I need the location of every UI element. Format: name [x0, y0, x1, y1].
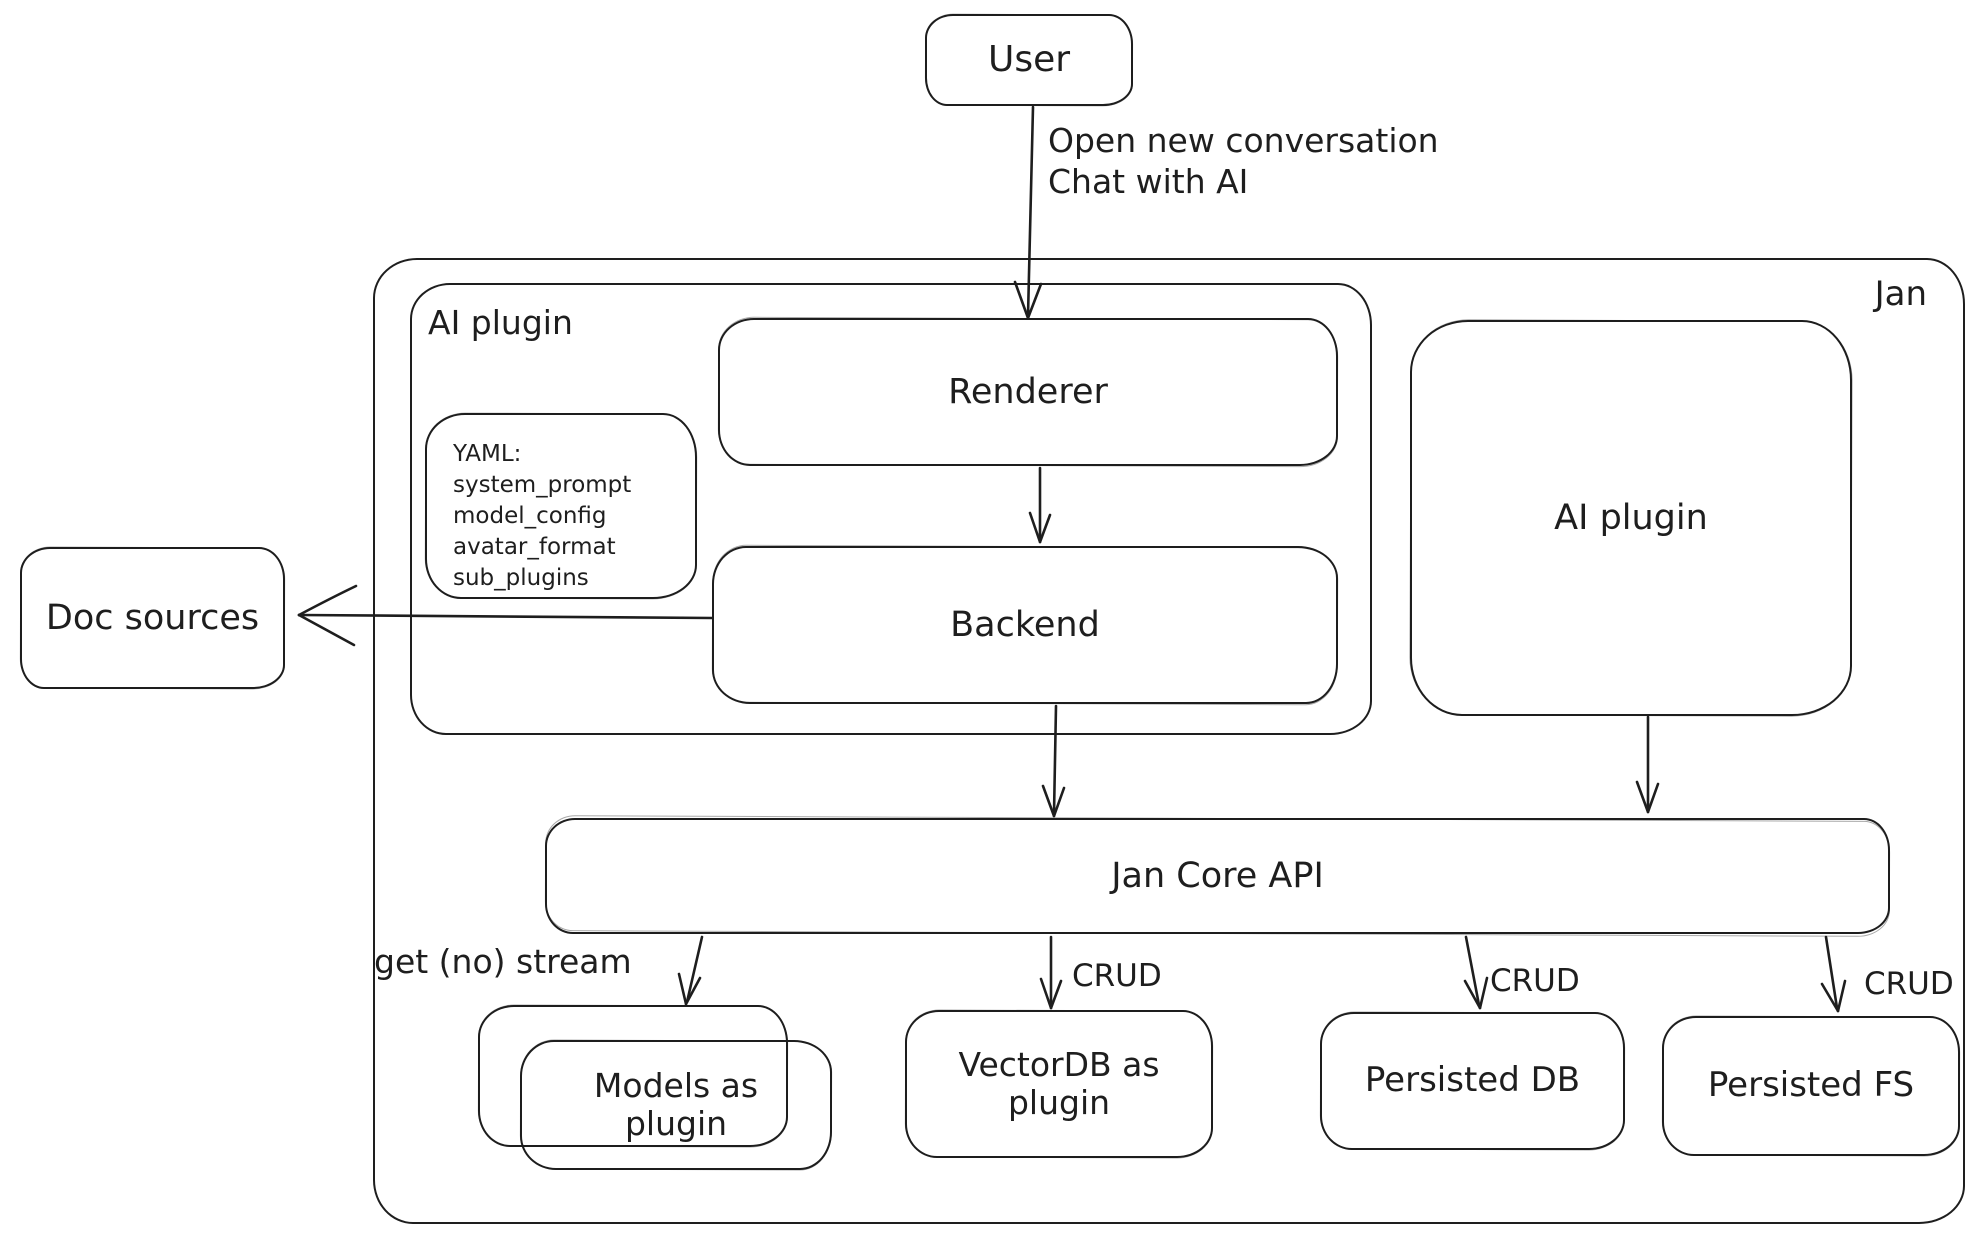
node-persisted-db: Persisted DB	[1320, 1012, 1625, 1150]
edge-label-get-no-stream: get (no) stream	[374, 942, 632, 981]
edge-label-open-conversation: Open new conversation Chat with AI	[1048, 121, 1439, 202]
node-vectordb-as-plugin-label: VectorDB as plugin	[958, 1045, 1160, 1122]
edge-label-crud-persisted-fs: CRUD	[1864, 966, 1954, 1002]
node-renderer: Renderer	[718, 318, 1338, 466]
node-user-label: User	[987, 39, 1071, 81]
ai-plugin-group-label: AI plugin	[428, 303, 573, 342]
node-persisted-fs: Persisted FS	[1662, 1016, 1960, 1156]
node-persisted-fs-label: Persisted FS	[1707, 1065, 1915, 1106]
yaml-note-line: model_config	[453, 503, 607, 530]
node-user: User	[925, 14, 1133, 106]
node-persisted-db-label: Persisted DB	[1364, 1060, 1581, 1101]
yaml-note-line: sub_plugins	[453, 565, 589, 592]
edge-label-crud-vectordb: CRUD	[1072, 958, 1162, 994]
node-yaml-note: YAML: system_prompt model_config avatar_…	[425, 413, 697, 599]
node-ai-plugin-label: AI plugin	[1554, 497, 1708, 538]
jan-container: Jan	[373, 258, 1965, 1224]
node-jan-core-api: Jan Core API	[545, 818, 1890, 934]
yaml-note-line: avatar_format	[453, 534, 616, 561]
edge-label-crud-persisted-db: CRUD	[1490, 963, 1580, 999]
node-ai-plugin: AI plugin	[1410, 320, 1852, 716]
node-vectordb-as-plugin: VectorDB as plugin	[905, 1010, 1213, 1158]
node-models-as-plugin-label: Models as plugin	[593, 1066, 759, 1143]
node-backend: Backend	[712, 546, 1338, 704]
node-doc-sources: Doc sources	[20, 547, 285, 689]
yaml-note-title: YAML:	[453, 441, 522, 467]
node-backend-label: Backend	[950, 604, 1100, 645]
ai-plugin-group-container: AI plugin	[410, 283, 1372, 735]
yaml-note-line: system_prompt	[453, 472, 632, 499]
jan-container-label: Jan	[1874, 274, 1927, 314]
node-renderer-label: Renderer	[948, 371, 1108, 412]
node-models-as-plugin: Models as plugin	[520, 1040, 832, 1170]
node-jan-core-api-label: Jan Core API	[1111, 855, 1324, 896]
node-doc-sources-label: Doc sources	[45, 597, 260, 638]
